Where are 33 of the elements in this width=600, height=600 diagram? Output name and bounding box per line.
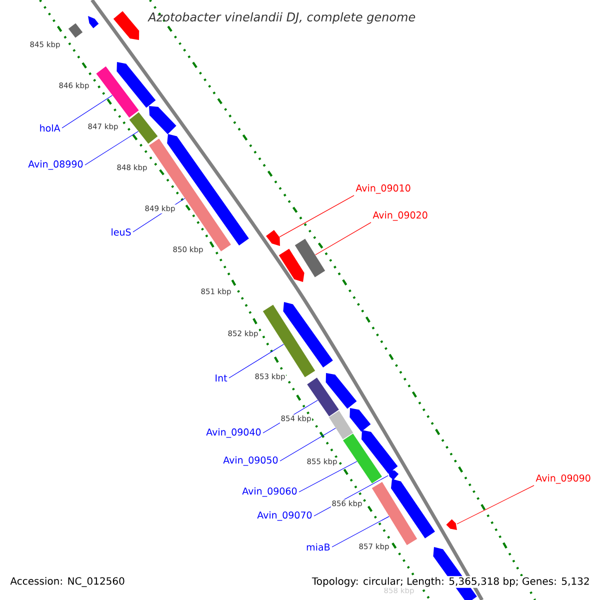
gene-label: Avin_09040 xyxy=(206,428,261,438)
gene-label: Avin_09020 xyxy=(372,211,428,221)
gene-block xyxy=(446,519,457,530)
gene-label: Avin_08990 xyxy=(28,160,83,170)
gene-label: Avin_09050 xyxy=(223,456,278,466)
leader-line xyxy=(279,195,354,238)
gene-label: miaB xyxy=(306,543,330,551)
footer-text: Accession: NC_012560 xyxy=(9,576,126,588)
gene-label: Int xyxy=(216,374,228,382)
gene-block xyxy=(129,112,158,144)
leader-line xyxy=(332,516,390,548)
gene-label: Avin_09060 xyxy=(242,487,297,497)
gene-block xyxy=(328,410,354,440)
gene-label: holA xyxy=(40,124,60,132)
leader-line xyxy=(280,428,336,462)
leader-line xyxy=(228,344,284,378)
leader-line xyxy=(456,485,534,524)
gene-block xyxy=(307,378,339,416)
gene-block xyxy=(294,238,326,278)
leader-line xyxy=(298,461,358,492)
title: Azotobacter vinelandii DJ, complete genome xyxy=(148,12,416,24)
gene-label: Avin_09070 xyxy=(257,511,312,521)
gene-block xyxy=(343,434,382,484)
gene-label: Avin_09090 xyxy=(536,474,590,484)
gene-block xyxy=(388,470,399,480)
gene-label: leuS xyxy=(112,228,131,236)
gene-block xyxy=(266,230,280,246)
footer-text: Topology: circular; Length: 5,365,318 bp; Genes: 5,132 xyxy=(310,576,591,588)
leader-line xyxy=(315,222,372,256)
gene-label: Avin_09010 xyxy=(356,184,410,194)
leader-line xyxy=(62,95,113,128)
leader-line xyxy=(84,131,139,166)
gene-block xyxy=(96,66,139,118)
